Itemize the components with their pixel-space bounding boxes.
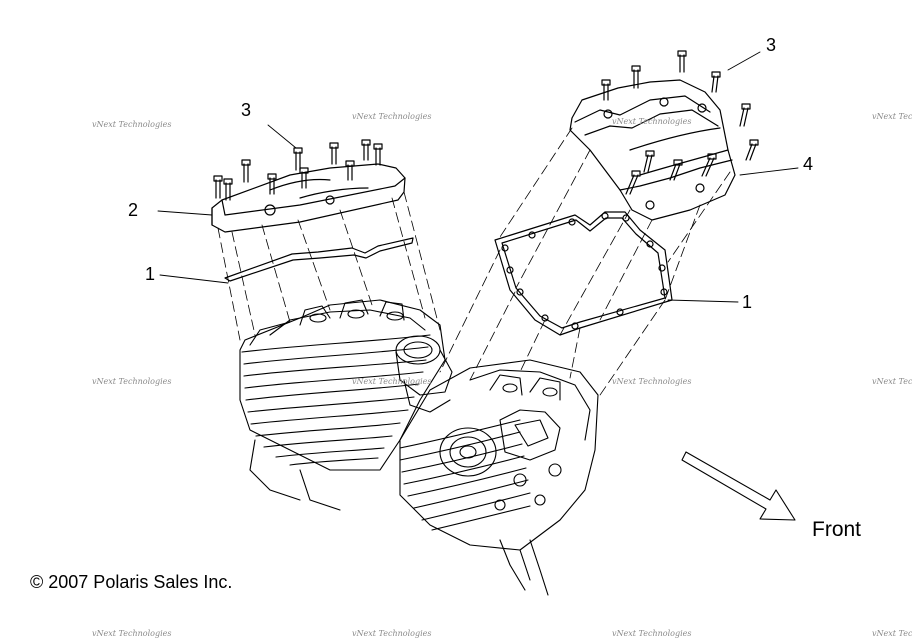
- callout-1-right: 1: [742, 292, 753, 312]
- watermark: vNext Technologies: [352, 377, 432, 386]
- watermark: vNext Technologies: [352, 629, 432, 638]
- left-gasket: [224, 237, 414, 282]
- watermark: vNext Technologies: [872, 112, 912, 121]
- watermark: vNext Technologies: [92, 377, 172, 386]
- callout-2: 2: [128, 200, 139, 220]
- callout-3-left: 3: [241, 100, 252, 120]
- watermark: vNext Technologies: [612, 629, 692, 638]
- callout-4: 4: [803, 154, 814, 174]
- watermark: vNext Technologies: [612, 377, 692, 386]
- watermark: vNext Technologies: [612, 117, 692, 126]
- callout-3-right: 3: [766, 35, 777, 55]
- left-valve-cover: [211, 139, 406, 233]
- front-arrow: [681, 451, 796, 521]
- front-cylinder: [399, 359, 599, 596]
- right-gasket: [494, 211, 673, 336]
- rear-cylinder: [239, 299, 446, 511]
- right-valve-cover: [569, 50, 759, 221]
- alignment-lines: [217, 127, 731, 399]
- intake-manifold: [395, 335, 453, 413]
- watermark: vNext Technologies: [352, 112, 432, 121]
- watermark: vNext Technologies: [872, 377, 912, 386]
- leader-lines: [157, 51, 799, 303]
- front-label: Front: [812, 518, 862, 541]
- right-cover-bolts: [601, 50, 759, 195]
- callout-1-left: 1: [145, 264, 156, 284]
- watermark: vNext Technologies: [872, 629, 912, 638]
- left-cover-bolts: [213, 139, 383, 201]
- copyright-text: © 2007 Polaris Sales Inc.: [30, 572, 233, 592]
- watermark: vNext Technologies: [92, 629, 172, 638]
- watermark: vNext Technologies: [92, 120, 172, 129]
